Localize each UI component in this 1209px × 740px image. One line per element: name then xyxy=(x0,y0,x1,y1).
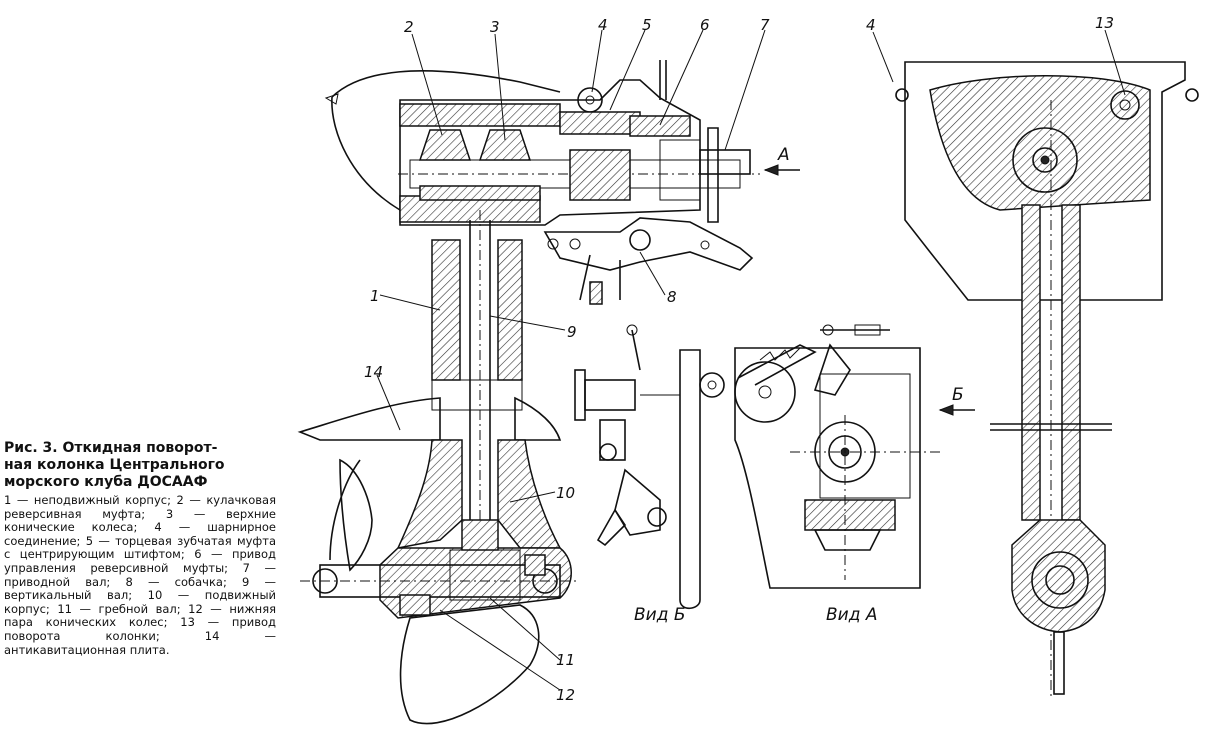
legend-item: 10 — подвижный корпус; xyxy=(4,588,276,616)
callout-10: 10 xyxy=(556,484,575,502)
legend-item: 7 — приводной вал; xyxy=(4,560,276,589)
callout-4-right: 4 xyxy=(866,16,876,34)
arrow-a-label: А xyxy=(777,145,790,165)
callout-5: 5 xyxy=(642,16,652,34)
caption-title-line2: ная колонка Центрального xyxy=(4,457,225,473)
legend-item: 9 — вертикальный вал; xyxy=(4,574,277,603)
legend-item: 11 — гребной вал; xyxy=(57,601,181,616)
callout-11: 11 xyxy=(556,651,575,669)
legend-item: 12 — нижняя пара конических колес; xyxy=(4,601,277,630)
legend-item: 1 — неподвижный корпус; xyxy=(4,493,171,507)
callout-14: 14 xyxy=(364,363,383,381)
legend-item: 13 — привод поворота колонки; xyxy=(4,615,276,643)
view-b-label: Вид Б xyxy=(634,605,686,625)
caption-title: Рис. 3. Откидная поворот- ная колонка Це… xyxy=(4,440,276,491)
legend-item: 3 — верхние конические колеса; xyxy=(4,506,276,535)
caption-legend: 1 — неподвижный корпус; 2 — кулачковая р… xyxy=(4,493,277,657)
callout-3: 3 xyxy=(490,18,500,36)
caption-title-line1: Рис. 3. Откидная поворот- xyxy=(4,440,218,456)
view-a-label: Вид А xyxy=(826,605,878,625)
callout-7: 7 xyxy=(760,16,770,34)
callout-4: 4 xyxy=(598,16,608,34)
view-a-drawing xyxy=(734,324,975,589)
legend-item: 8 — собачка; xyxy=(125,574,227,589)
legend-item: 6 — привод управления реверсивной муфты; xyxy=(4,547,277,575)
callout-9: 9 xyxy=(567,323,577,341)
arrow-b-label: Б xyxy=(952,385,964,405)
callout-6: 6 xyxy=(700,16,710,34)
figure-caption: Рис. 3. Откидная поворот- ная колонка Це… xyxy=(4,440,276,657)
caption-title-line3: морского клуба ДОСААФ xyxy=(4,474,208,490)
callout-12: 12 xyxy=(556,686,575,704)
view-b-drawing xyxy=(574,324,725,610)
legend-item: 14 — антикавитационная плита. xyxy=(4,628,277,657)
callout-8: 8 xyxy=(667,288,677,306)
callout-13: 13 xyxy=(1095,14,1114,32)
legend-item: 4 — шарнирное соединение; xyxy=(4,520,276,548)
legend-item: 2 — кулачковая реверсивная муфта; xyxy=(4,493,277,521)
callout-1: 1 xyxy=(370,287,380,305)
callout-2: 2 xyxy=(404,18,414,36)
side-view-drawing xyxy=(872,29,1199,700)
legend-item: 5 — торцевая зубчатая муфта с центрирующ… xyxy=(4,533,277,562)
main-section-view xyxy=(297,29,800,725)
